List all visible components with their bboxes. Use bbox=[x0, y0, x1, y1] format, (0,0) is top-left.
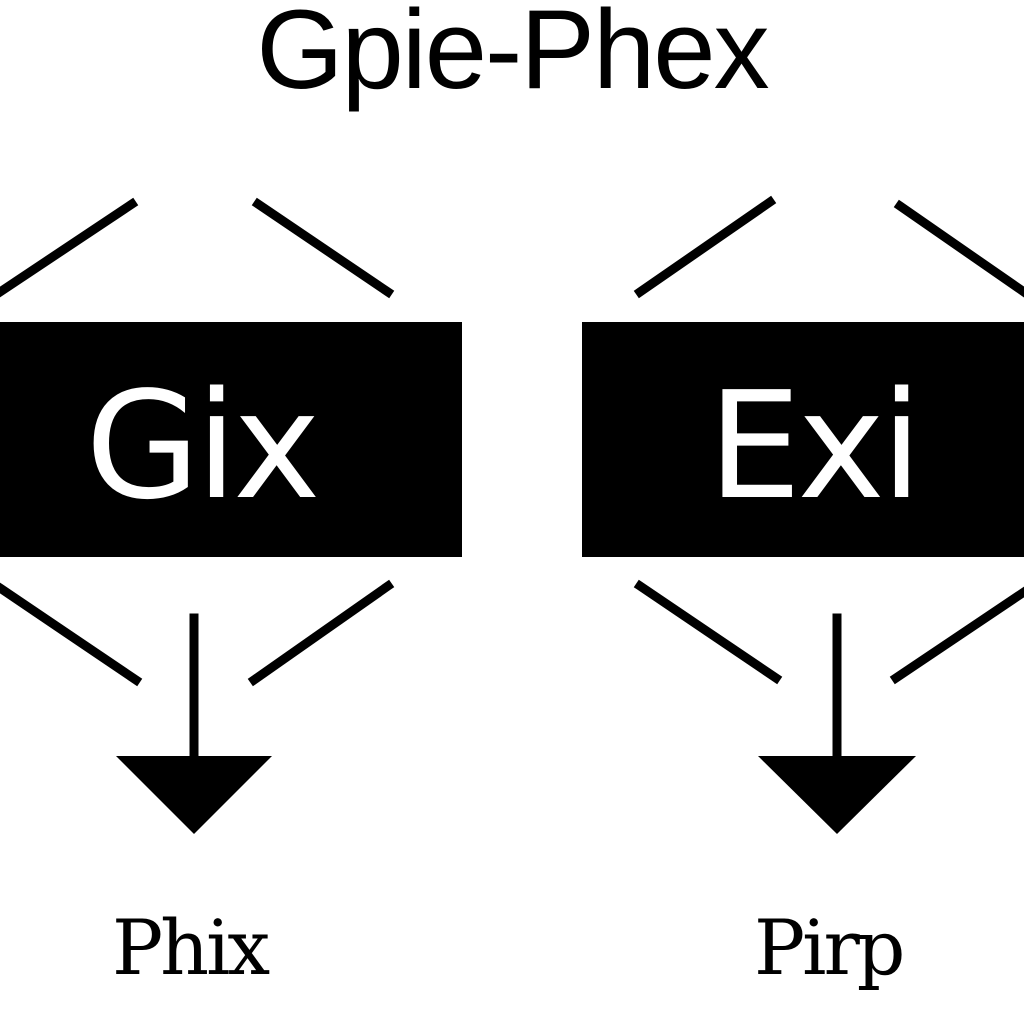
right-output-label: Pirp bbox=[754, 903, 905, 992]
left-box-label: Gix bbox=[85, 359, 320, 532]
left-lower-left-connector bbox=[0, 582, 143, 687]
right-arrowhead bbox=[758, 756, 916, 834]
right-lower-right-connector bbox=[889, 586, 1024, 685]
left-upper-right-connector bbox=[251, 197, 395, 299]
right-upper-right-connector bbox=[893, 199, 1024, 298]
right-box: Exi bbox=[582, 322, 1024, 557]
left-output-label: Phix bbox=[112, 903, 270, 992]
right-box-label: Exi bbox=[707, 359, 922, 532]
right-upper-left-connector bbox=[633, 195, 777, 299]
left-upper-left-connector bbox=[0, 197, 139, 298]
diagram-title: Gpie-Phex bbox=[256, 0, 769, 112]
right-lower-left-connector bbox=[633, 579, 783, 685]
left-box: Gix bbox=[0, 322, 462, 557]
left-lower-right-connector bbox=[247, 579, 395, 687]
left-arrowhead bbox=[116, 756, 272, 834]
